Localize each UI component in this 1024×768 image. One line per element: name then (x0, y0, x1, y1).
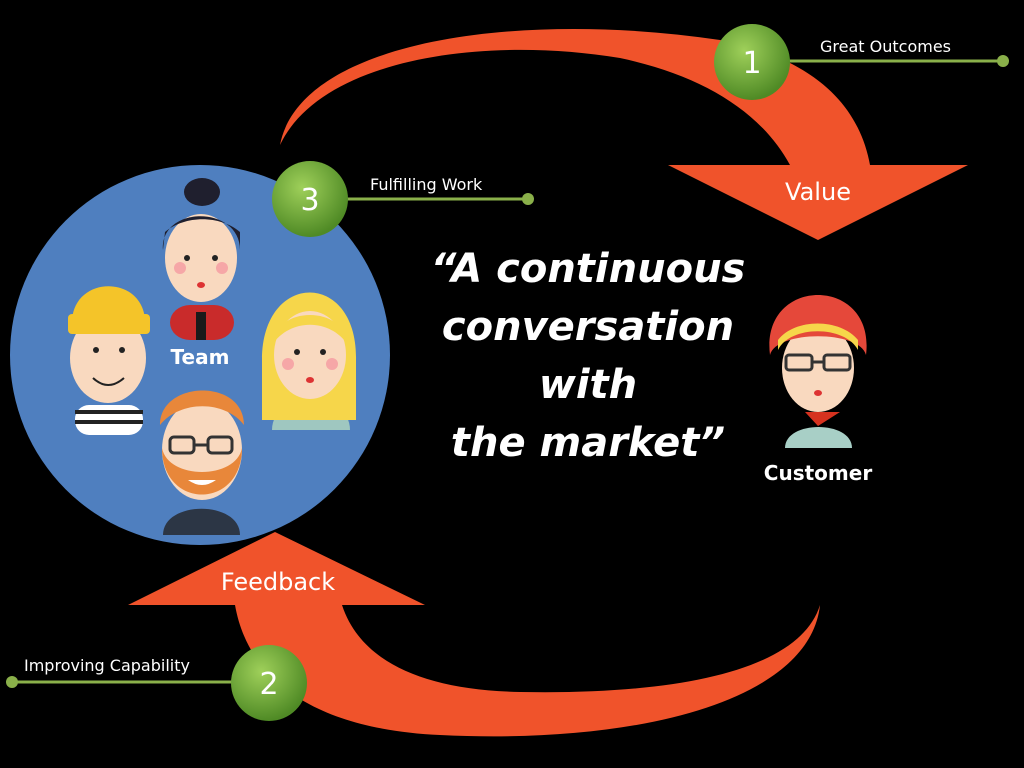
step-3: 3 Fulfilling Work (272, 161, 534, 237)
team-member-bun-avatar (162, 178, 240, 340)
customer-avatar (769, 295, 867, 448)
step-1-number: 1 (742, 46, 761, 81)
team-node: Team (10, 165, 390, 545)
step-2-badge (231, 645, 307, 721)
step-2: 2 Improving Capability (6, 645, 307, 721)
step-1-badge (714, 24, 790, 100)
team-member-bearded-avatar (160, 390, 244, 535)
step-1-label: Great Outcomes (820, 37, 951, 56)
quote-line-3: with (539, 362, 637, 408)
quote-line-4: the market” (451, 420, 725, 466)
step-3-connector-dot (522, 193, 534, 205)
value-arrow: Value (280, 28, 968, 240)
customer-node: Customer (764, 295, 873, 485)
feedback-arrow: Feedback (128, 532, 820, 737)
team-circle (10, 165, 390, 545)
step-1: 1 Great Outcomes (714, 24, 1009, 100)
customer-label: Customer (764, 461, 873, 485)
step-2-connector-dot (6, 676, 18, 688)
quote-block: “A continuous conversation with the mark… (431, 246, 746, 466)
step-3-label: Fulfilling Work (370, 175, 483, 194)
step-1-connector-dot (997, 55, 1009, 67)
feedback-arrow-body (128, 532, 820, 737)
feedback-arrow-label: Feedback (221, 568, 335, 596)
team-label: Team (171, 345, 230, 369)
team-member-beanie-avatar (68, 286, 150, 435)
value-arrow-body (280, 28, 968, 240)
quote-line-1: “A continuous (431, 246, 746, 292)
step-2-label: Improving Capability (24, 656, 190, 675)
team-member-blonde-avatar (262, 292, 357, 430)
value-arrow-label: Value (785, 178, 851, 206)
step-3-badge (272, 161, 348, 237)
step-3-number: 3 (300, 183, 319, 218)
step-2-number: 2 (259, 667, 278, 702)
quote-line-2: conversation (442, 304, 734, 350)
